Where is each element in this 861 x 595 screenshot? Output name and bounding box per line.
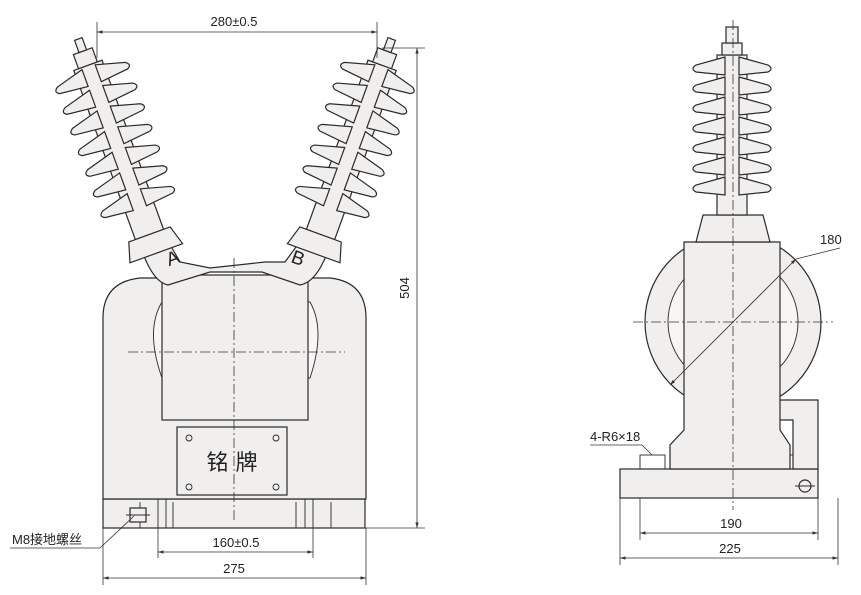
- bushing-a: [51, 36, 184, 264]
- dim-side-base-label: 225: [719, 541, 741, 556]
- dim-base-275: 275: [102, 528, 367, 585]
- dim-slots: 4-R6×18: [590, 429, 653, 456]
- bushing-b: [286, 36, 419, 264]
- dim-diameter-label: 180: [820, 232, 842, 247]
- side-bracket: [773, 399, 819, 470]
- front-view: 铭 牌: [10, 14, 425, 585]
- front-necks: [139, 235, 331, 286]
- dim-top-280: 280±0.5: [96, 14, 378, 58]
- dim-top-label: 280±0.5: [211, 14, 258, 29]
- side-core: [669, 241, 791, 470]
- ground-bolt: [126, 507, 150, 523]
- dim-mount-label: 160±0.5: [213, 535, 260, 550]
- nameplate-text: 铭 牌: [207, 451, 258, 476]
- dim-slots-label: 4-R6×18: [590, 429, 640, 444]
- side-slot-left: [639, 454, 666, 470]
- dim-side-mount-label: 190: [720, 516, 742, 531]
- dim-height-504: 504: [330, 47, 425, 529]
- dim-mount-160: 160±0.5: [157, 528, 314, 558]
- leader-ground-bolt: M8接地螺丝: [10, 515, 135, 549]
- nameplate: 铭 牌: [176, 426, 288, 496]
- dim-side-mount-190: 190: [639, 498, 819, 540]
- dim-diameter-180: 180: [669, 232, 842, 386]
- ground-bolt-label: M8接地螺丝: [12, 532, 82, 547]
- dim-base-label: 275: [223, 561, 245, 576]
- side-bushing: [692, 26, 772, 216]
- side-base-plate: [619, 468, 819, 499]
- side-view: 180 4-R6×18 190 225: [590, 20, 842, 565]
- dim-side-base-225: 225: [619, 498, 839, 565]
- dim-height-label: 504: [397, 277, 412, 299]
- front-core: [161, 274, 309, 421]
